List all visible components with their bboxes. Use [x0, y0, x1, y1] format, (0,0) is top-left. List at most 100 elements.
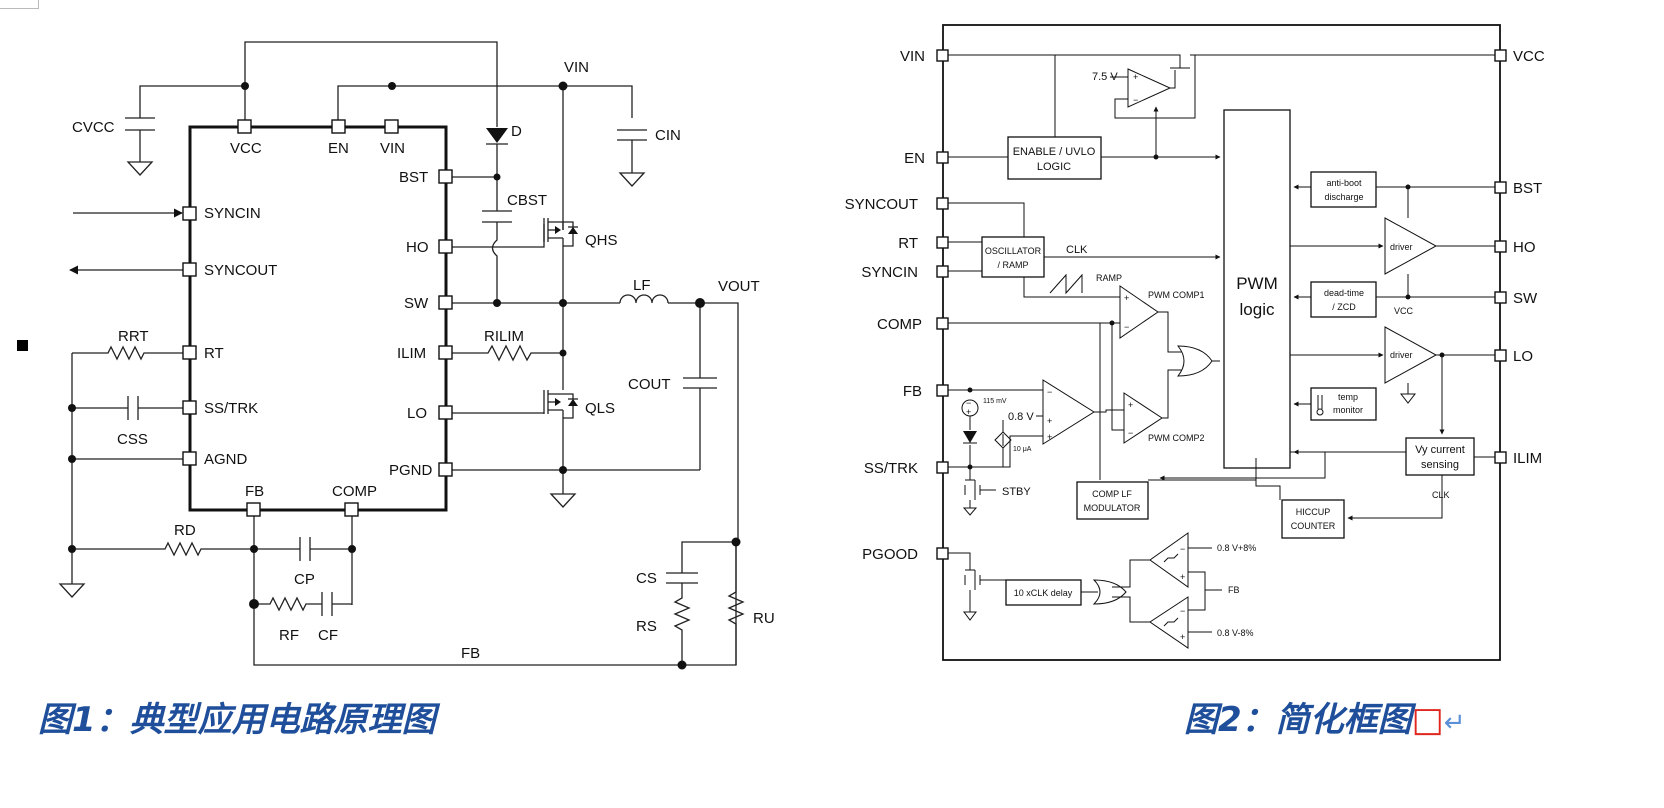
label-cin: CIN — [655, 127, 681, 144]
figure2-caption: 图2：简化框图□↵ — [1184, 692, 1466, 741]
label-ss-trk: SS/TRK — [204, 400, 258, 417]
label-vin: VIN — [564, 59, 589, 76]
label-fb-pin: FB — [245, 483, 264, 500]
pin-en: EN — [904, 150, 925, 167]
svg-text:−: − — [1128, 428, 1133, 438]
label-syncin: SYNCIN — [204, 205, 261, 222]
label-vcc-small: VCC — [1394, 306, 1414, 316]
svg-text:+: + — [1180, 572, 1185, 582]
label-clk2: CLK — [1432, 490, 1450, 500]
list-bullet — [17, 340, 28, 351]
block-vy-current — [1405, 437, 1475, 476]
block-anti-boot — [1310, 171, 1377, 208]
block-oscillator — [981, 236, 1045, 278]
svg-text:temp: temp — [1338, 392, 1358, 402]
text-cursor-box: □ — [1411, 700, 1444, 740]
label-bst: BST — [399, 169, 428, 186]
svg-text:+: + — [1047, 432, 1052, 442]
svg-text:ENABLE / UVLO: ENABLE / UVLO — [1013, 146, 1096, 158]
svg-text:Vy current: Vy current — [1415, 444, 1465, 456]
pin-rt: RT — [898, 235, 918, 252]
label-cout: COUT — [628, 376, 671, 393]
svg-text:−: − — [966, 398, 971, 408]
block-hiccup — [1281, 499, 1345, 539]
label-cp: CP — [294, 571, 315, 588]
svg-text:+: + — [966, 407, 971, 417]
label-agnd: AGND — [204, 451, 248, 468]
label-comp-pin: COMP — [332, 483, 377, 500]
figure1-caption: 图1：典型应用电路原理图 — [38, 700, 436, 740]
svg-text:+: + — [1047, 416, 1052, 426]
svg-text:10 xCLK delay: 10 xCLK delay — [1014, 588, 1073, 598]
figure2-caption-text: 图2：简化框图 — [1184, 700, 1412, 740]
label-cbst: CBST — [507, 192, 547, 209]
pin-ss-trk: SS/TRK — [864, 460, 918, 477]
block-dead-time — [1310, 281, 1377, 318]
device-outline — [942, 24, 1501, 661]
pin-pgood: PGOOD — [862, 546, 918, 563]
page-corner-mark — [0, 0, 39, 9]
label-en-pin: EN — [328, 140, 349, 157]
svg-text:COMP LF: COMP LF — [1092, 489, 1132, 499]
svg-text:+: + — [1128, 400, 1133, 410]
label-vout: VOUT — [718, 278, 760, 295]
pin-syncin: SYNCIN — [861, 264, 918, 281]
label-ilim: ILIM — [397, 345, 426, 362]
pin-lo: LO — [1513, 348, 1533, 365]
pin-sw: SW — [1513, 290, 1538, 307]
label-0v8: 0.8 V — [1008, 411, 1034, 423]
block-comp-lf — [1076, 481, 1149, 520]
svg-text:−: − — [1180, 544, 1185, 554]
svg-text:logic: logic — [1240, 300, 1275, 319]
svg-text:−: − — [1124, 322, 1129, 332]
svg-text:driver: driver — [1390, 350, 1413, 360]
svg-text:COUNTER: COUNTER — [1291, 521, 1336, 531]
label-ramp: RAMP — [1096, 273, 1122, 283]
svg-text:PWM: PWM — [1236, 274, 1278, 293]
label-css: CSS — [117, 431, 148, 448]
label-syncout: SYNCOUT — [204, 262, 277, 279]
label-cs: CS — [636, 570, 657, 587]
svg-text:/ ZCD: / ZCD — [1332, 302, 1356, 312]
svg-text:LOGIC: LOGIC — [1037, 161, 1071, 173]
pin-syncout: SYNCOUT — [845, 196, 918, 213]
svg-text:/ RAMP: / RAMP — [997, 260, 1028, 270]
fig2-block-diagram: VIN EN SYNCOUT RT SYNCIN COMP FB SS/TRK … — [845, 24, 1545, 661]
pin-ilim: ILIM — [1513, 450, 1542, 467]
svg-text:−: − — [1133, 95, 1138, 105]
label-d: D — [511, 123, 522, 140]
label-7v5: 7.5 V — [1092, 71, 1118, 83]
label-pwm-comp1: PWM COMP1 — [1148, 290, 1205, 300]
label-fb-small: FB — [1228, 585, 1240, 595]
pin-comp: COMP — [877, 316, 922, 333]
label-rilim: RILIM — [484, 328, 524, 345]
label-clk: CLK — [1066, 244, 1088, 256]
label-pgnd: PGND — [389, 462, 433, 479]
svg-text:driver: driver — [1390, 242, 1413, 252]
svg-text:−: − — [1047, 387, 1052, 397]
pin-vin: VIN — [900, 48, 925, 65]
label-rrt: RRT — [118, 328, 149, 345]
svg-text:discharge: discharge — [1324, 192, 1363, 202]
label-115mv: 115 mV — [983, 398, 1007, 405]
label-ru: RU — [753, 610, 775, 627]
svg-text:+: + — [1180, 632, 1185, 642]
label-cf: CF — [318, 627, 338, 644]
label-sw: SW — [404, 295, 429, 312]
label-lo: LO — [407, 405, 427, 422]
ic-body — [188, 125, 448, 512]
svg-text:dead-time: dead-time — [1324, 288, 1364, 298]
label-stby: STBY — [1002, 486, 1031, 498]
fig1-schematic: VIN CVCC VCC EN VIN D CIN BST CBST HO QH… — [58, 41, 775, 670]
label-cvcc: CVCC — [72, 119, 115, 136]
label-rd: RD — [174, 522, 196, 539]
label-pwm-comp2: PWM COMP2 — [1148, 433, 1205, 443]
svg-text:OSCILLATOR: OSCILLATOR — [985, 246, 1042, 256]
label-qhs: QHS — [585, 232, 618, 249]
label-pg-lo: 0.8 V-8% — [1217, 628, 1254, 638]
svg-text:anti-boot: anti-boot — [1326, 178, 1362, 188]
paragraph-return-icon: ↵ — [1443, 708, 1466, 738]
label-fb-net: FB — [461, 645, 480, 662]
block-delay — [1005, 579, 1082, 606]
label-lf: LF — [633, 277, 651, 294]
